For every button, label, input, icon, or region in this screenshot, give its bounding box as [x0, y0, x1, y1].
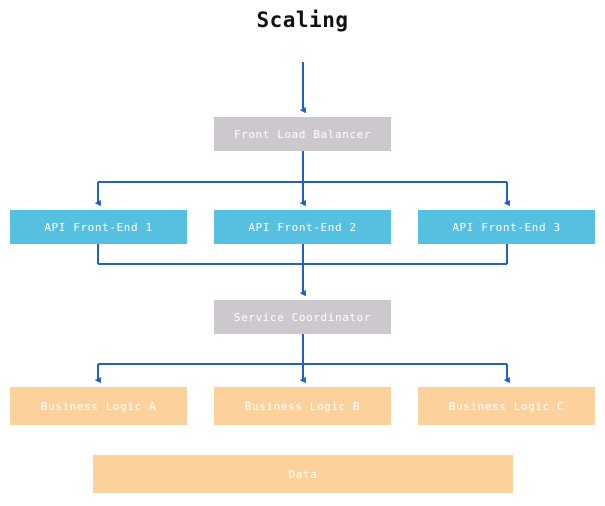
node-service-coordinator[interactable]: Service Coordinator: [214, 300, 391, 334]
page-title: Scaling: [256, 8, 349, 32]
node-api-front-end-1[interactable]: API Front-End 1: [10, 210, 187, 244]
node-business-logic-a[interactable]: Business Logic A: [10, 387, 187, 425]
node-api-front-end-3[interactable]: API Front-End 3: [418, 210, 595, 244]
node-front-load-balancer[interactable]: Front Load Balancer: [214, 117, 391, 151]
node-business-logic-c[interactable]: Business Logic C: [418, 387, 595, 425]
node-api-front-end-2[interactable]: API Front-End 2: [214, 210, 391, 244]
node-business-logic-b[interactable]: Business Logic B: [214, 387, 391, 425]
node-data[interactable]: Data: [93, 455, 513, 493]
